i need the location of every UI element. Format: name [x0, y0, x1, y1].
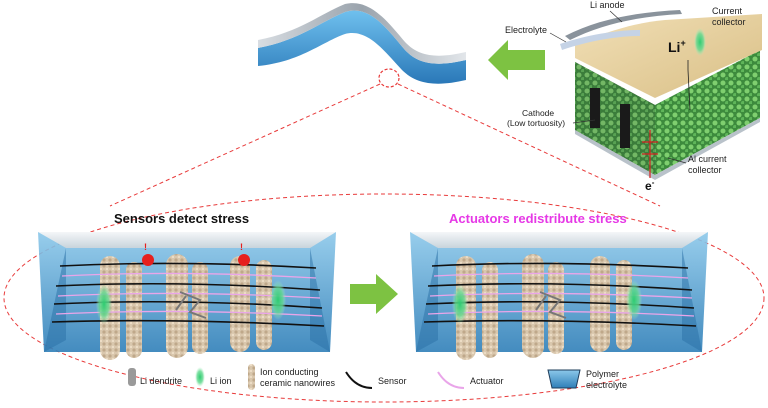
green-arrow-left — [488, 40, 545, 80]
battery-cross-section — [560, 10, 762, 180]
legend: Li dendrite Li ion Ion conducting cerami… — [128, 364, 627, 390]
green-arrow-right — [350, 274, 398, 314]
legend-li-ion: Li ion — [210, 376, 232, 386]
left-panel-title: Sensors detect stress — [114, 211, 249, 226]
nanowire — [616, 260, 632, 350]
legend-nanowire-2: ceramic nanowires — [260, 378, 336, 388]
electrolyte-label: Electrolyte — [505, 25, 547, 35]
right-tray — [410, 232, 708, 360]
electron-label: e- — [645, 178, 655, 193]
sensor-icon — [345, 371, 373, 389]
right-panel-title: Actuators redistribute stress — [449, 211, 627, 226]
legend-polymer-2: electrolyte — [586, 380, 627, 390]
nanowire — [522, 254, 544, 358]
li-dendrite-icon — [128, 368, 136, 386]
legend-sensor: Sensor — [378, 376, 407, 386]
legend-nanowire-1: Ion conducting — [260, 367, 319, 377]
legend-actuator: Actuator — [470, 376, 504, 386]
legend-li-dendrite: Li dendrite — [140, 376, 182, 386]
actuator-icon — [437, 371, 465, 389]
nanowire — [482, 262, 498, 358]
nanowire-icon — [248, 364, 255, 390]
nanowire — [590, 256, 610, 352]
nanowire — [548, 262, 564, 354]
nanowire — [166, 254, 188, 358]
al-collector-label-2: collector — [688, 165, 722, 175]
sensor-marker — [238, 254, 250, 266]
cathode-label-1: Cathode — [522, 108, 554, 118]
zoom-line-right — [397, 83, 661, 207]
current-collector-label-2: collector — [712, 17, 746, 27]
li-ion-icon — [195, 367, 205, 387]
li-ion-glow — [270, 280, 286, 320]
cathode-label-2: (Low tortuosity) — [507, 118, 565, 128]
li-ion-glow — [96, 284, 112, 324]
zoom-line-left — [109, 83, 381, 207]
li-ion-label: Li+ — [668, 38, 686, 55]
current-collector-label-1: Current — [712, 6, 743, 16]
zoom-circle — [378, 68, 400, 88]
left-tray: ! ! — [38, 232, 336, 360]
legend-polymer-1: Polymer — [586, 369, 619, 379]
zoom-ellipse — [3, 193, 765, 403]
al-collector-label-1: Al current — [688, 154, 727, 164]
nanowire — [126, 262, 142, 358]
svg-text:!: ! — [240, 242, 243, 252]
sensor-marker — [142, 254, 154, 266]
li-dendrite — [535, 291, 567, 319]
li-ion-glow — [452, 284, 468, 324]
polymer-electrolyte-icon — [547, 369, 581, 389]
flexible-battery-sheet — [258, 3, 466, 88]
li-ion-glow — [626, 280, 642, 320]
svg-text:!: ! — [144, 242, 147, 252]
li-anode-label: Li anode — [590, 0, 625, 10]
li-dendrite — [175, 291, 207, 319]
